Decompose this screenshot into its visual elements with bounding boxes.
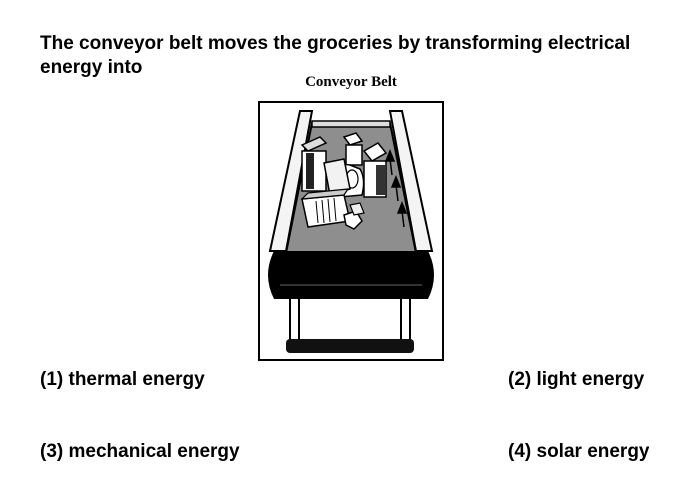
base-platform bbox=[286, 339, 414, 353]
figure-caption: Conveyor Belt bbox=[305, 74, 397, 90]
question-text: The conveyor belt moves the groceries by… bbox=[40, 33, 631, 78]
right-rail bbox=[388, 110, 434, 252]
answer-choice-3[interactable]: (3) mechanical energy bbox=[40, 441, 240, 462]
conveyor-belt-illustration bbox=[258, 101, 444, 361]
answer-choice-2[interactable]: (2) light energy bbox=[508, 369, 645, 390]
conveyor-belt-drawing bbox=[268, 110, 434, 353]
grocery-bag bbox=[323, 158, 351, 196]
answer-choice-1[interactable]: (1) thermal energy bbox=[40, 369, 205, 390]
cereal-box bbox=[300, 136, 328, 192]
long-box bbox=[300, 188, 351, 228]
answer-choice-4[interactable]: (4) solar energy bbox=[508, 441, 650, 462]
belt-top-roller bbox=[311, 120, 391, 128]
direction-arrows bbox=[384, 148, 408, 228]
milk-carton bbox=[362, 142, 388, 198]
small-carton bbox=[342, 132, 364, 166]
small-item bbox=[349, 202, 365, 216]
front-roller bbox=[268, 251, 434, 299]
